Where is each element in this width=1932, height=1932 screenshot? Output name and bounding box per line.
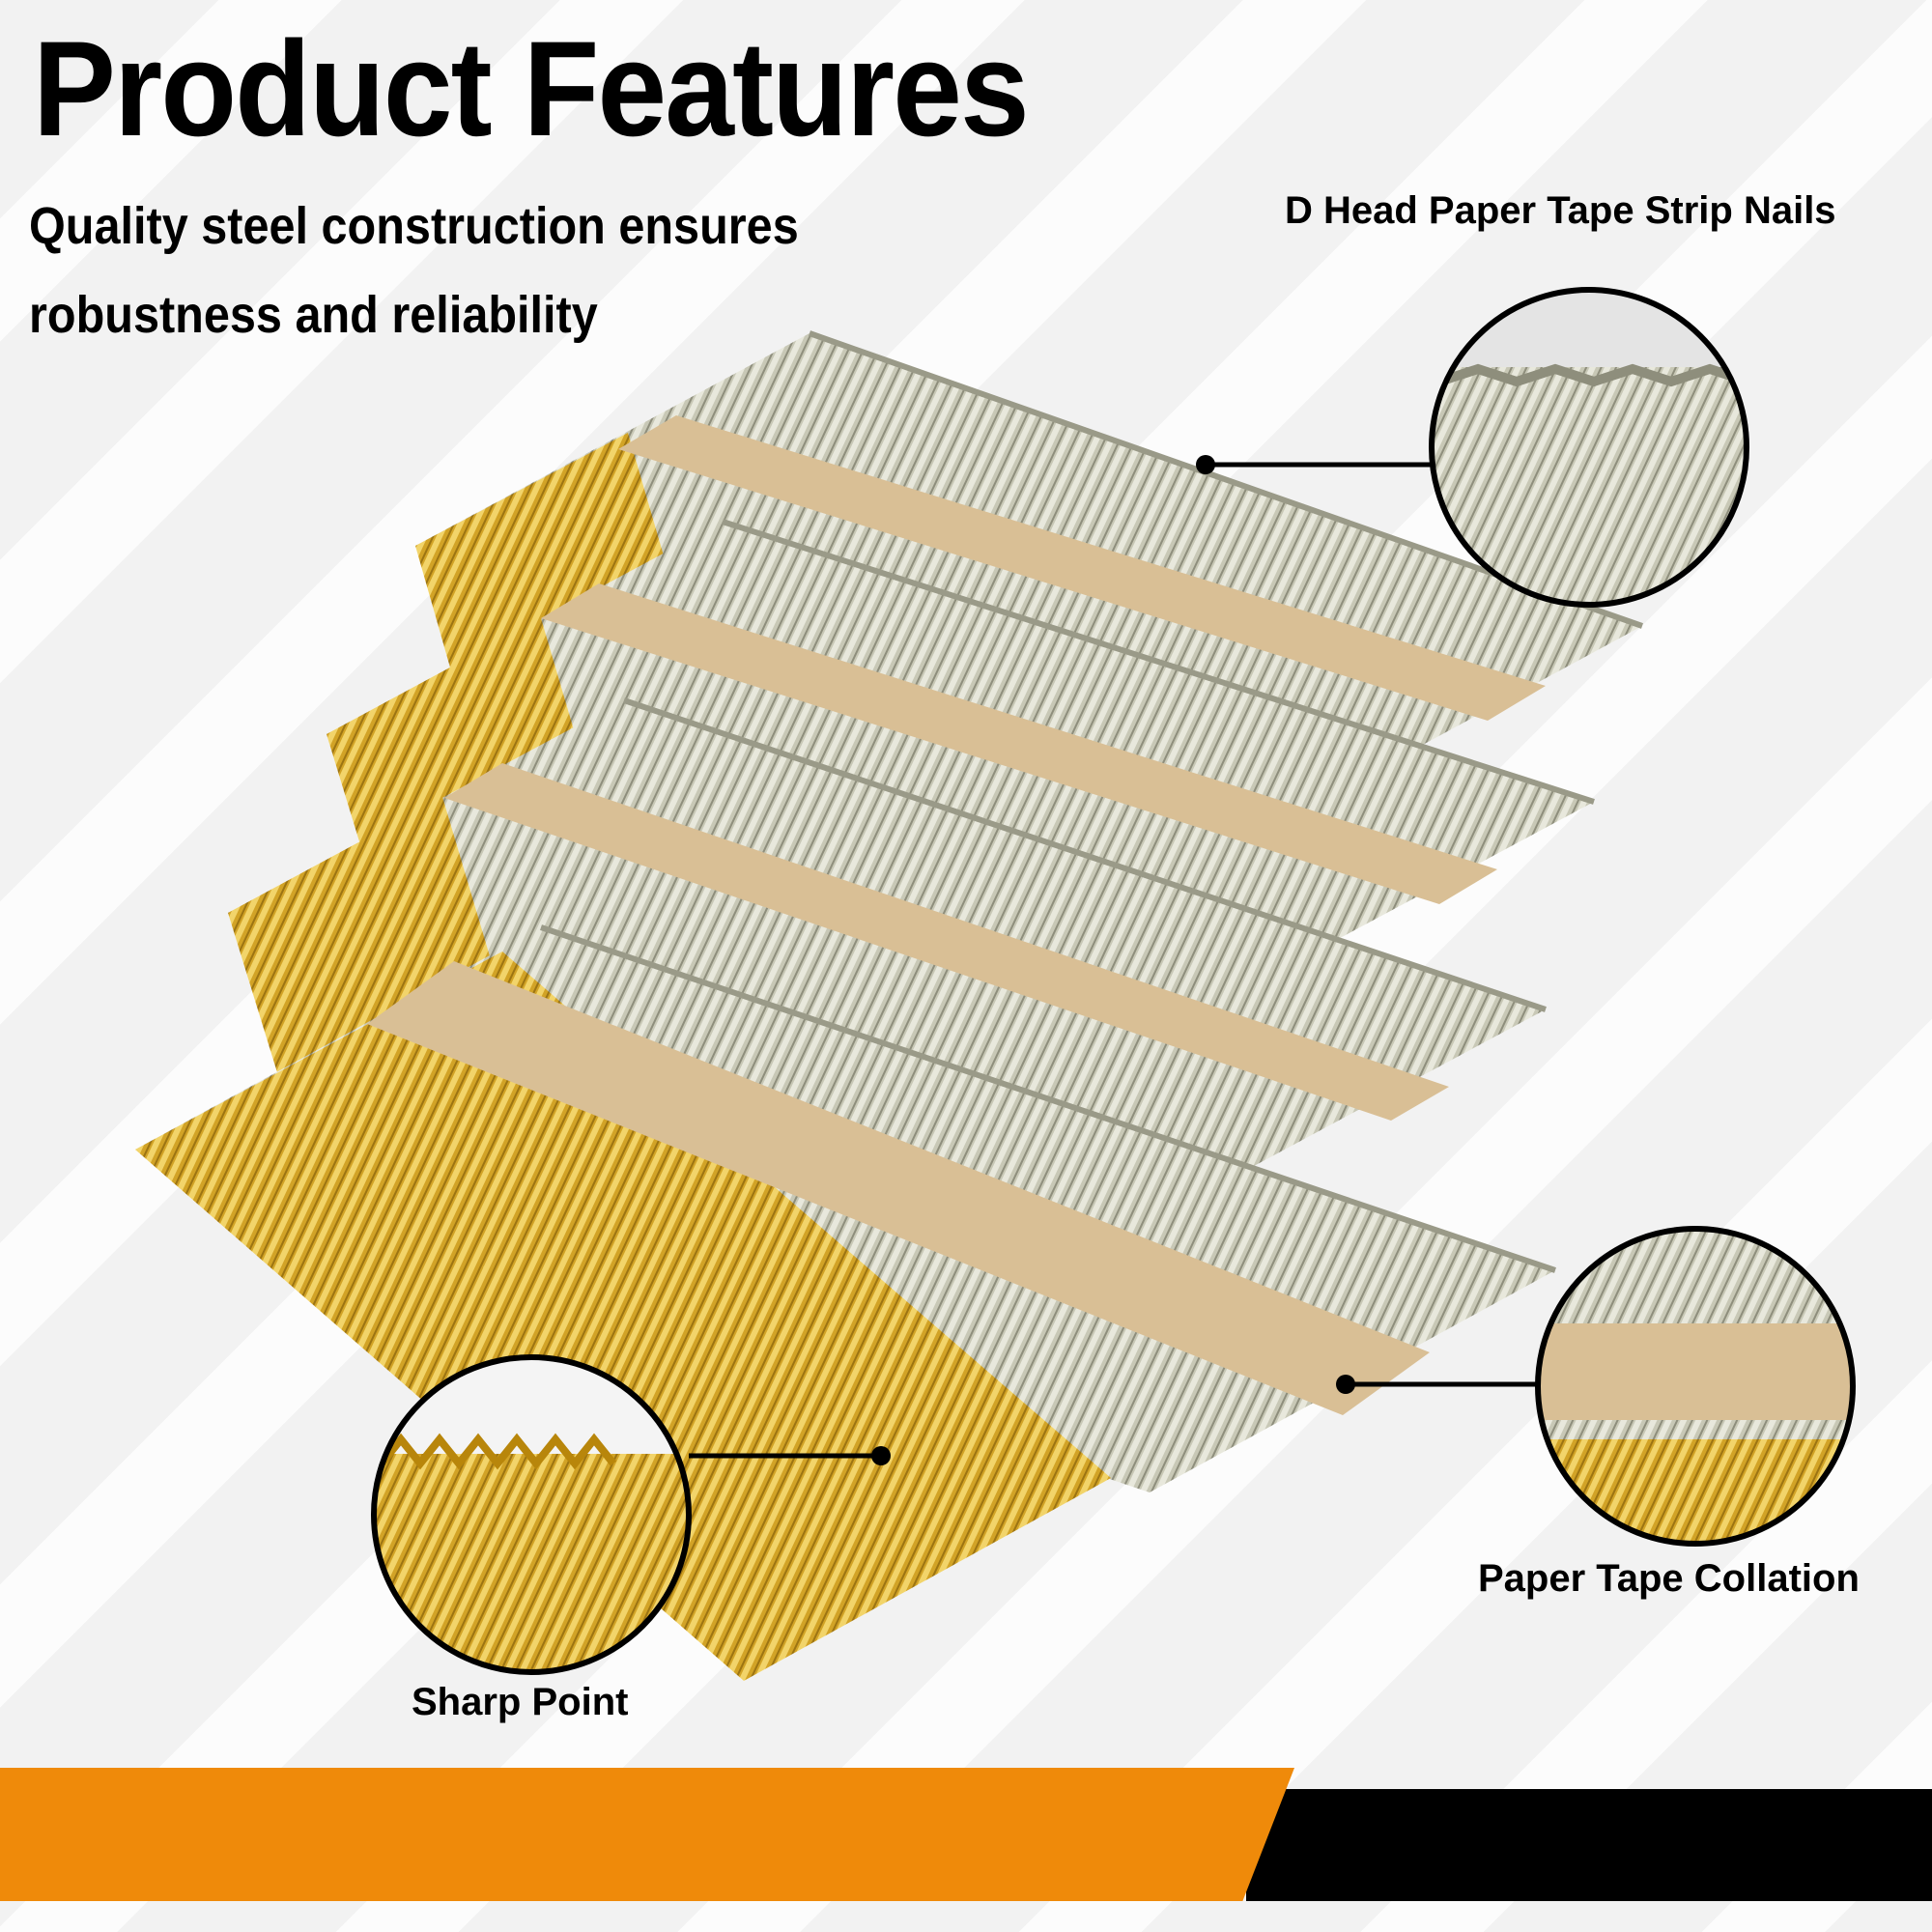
- zoom-circle-icon: [1535, 1226, 1856, 1547]
- zoom-circle-icon: [371, 1354, 692, 1675]
- zoom-circle-icon: [1429, 287, 1749, 608]
- subtitle-line-1: Quality steel construction ensures: [29, 197, 799, 255]
- callout-lines: [689, 455, 1538, 1465]
- nail-strip-1: [415, 330, 1643, 840]
- page-title: Product Features: [33, 13, 1030, 164]
- nail-strip-4: [135, 924, 1556, 1681]
- nail-strip-3: [228, 697, 1547, 1222]
- footer-orange-band: [0, 1768, 1294, 1901]
- strip-nails-label: D Head Paper Tape Strip Nails: [1285, 189, 1836, 232]
- point-callout-dot-icon: [871, 1446, 891, 1465]
- footer-black-band: [1246, 1789, 1932, 1901]
- tape-callout-dot-icon: [1336, 1375, 1355, 1394]
- tape-collation-label: Paper Tape Collation: [1478, 1557, 1860, 1600]
- feature-subtitle: Quality steel construction ensures robus…: [29, 182, 811, 359]
- subtitle-line-2: robustness and reliability: [29, 286, 598, 344]
- strip-callout-dot-icon: [1196, 455, 1215, 474]
- sharp-point-label: Sharp Point: [412, 1681, 629, 1723]
